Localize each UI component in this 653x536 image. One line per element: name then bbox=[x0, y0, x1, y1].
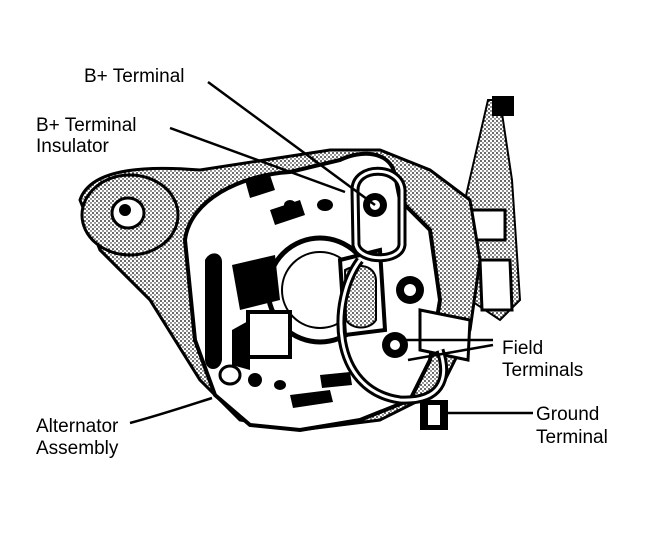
label-ground-terminal-line1: Ground bbox=[536, 404, 600, 425]
label-b-plus-terminal-insulator-line1: B+ Terminal bbox=[36, 115, 137, 136]
label-field-terminals-line2: Terminals bbox=[502, 360, 584, 381]
label-alternator-assembly-line2: Assembly bbox=[36, 438, 119, 459]
label-field-terminals-line1: Field bbox=[502, 338, 544, 359]
leader-b-plus-insulator bbox=[169, 126, 346, 194]
leader-lines bbox=[129, 80, 533, 425]
leader-b-plus-terminal bbox=[207, 80, 376, 207]
alternator-housing bbox=[78, 148, 482, 433]
leader-alternator-assembly bbox=[129, 396, 213, 425]
label-b-plus-terminal-insulator-line2: Insulator bbox=[36, 136, 109, 157]
label-alternator-assembly-line1: Alternator bbox=[36, 416, 119, 437]
label-b-plus-terminal: B+ Terminal bbox=[84, 66, 185, 87]
label-ground-terminal-line2: Terminal bbox=[536, 427, 608, 448]
leader-field-terminal-2 bbox=[407, 343, 494, 362]
